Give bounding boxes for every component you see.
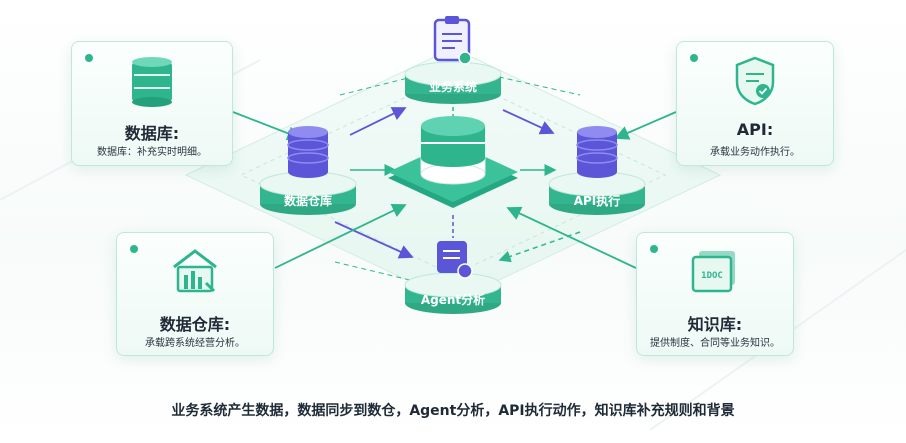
card-api[interactable]: API: 承载业务动作执行。 [676, 41, 834, 166]
central-data-node [383, 108, 523, 218]
central-database-icon [388, 116, 518, 208]
card-warehouse-desc: 承载跨系统经营分析。 [145, 338, 245, 349]
status-dot [650, 245, 658, 253]
arrow-apicard-api [614, 111, 677, 140]
dashed-bottom-left [334, 261, 411, 281]
warehouse-icon [173, 249, 217, 293]
node-api-label: API执行 [573, 194, 621, 208]
arrow-whcard-center [274, 204, 407, 269]
arrow-business-api [502, 109, 555, 135]
node-business-system[interactable]: 业务系统 [403, 14, 503, 104]
card-warehouse-title: 数据仓库: [159, 315, 231, 334]
database-stack-icon [259, 126, 357, 215]
dashed-top-left [339, 74, 421, 96]
shield-check-icon [735, 56, 775, 106]
node-data-warehouse[interactable]: 数据仓库 [258, 124, 358, 216]
arrow-warehouse-agent [334, 221, 414, 259]
doc-icon-text: 1DOC [701, 271, 723, 281]
status-dot [130, 245, 138, 253]
document-stack-icon: 1DOC [691, 251, 735, 293]
diagram-caption: 业务系统产生数据，数据同步到数仓，Agent分析，API执行动作，知识库补充规则… [171, 403, 735, 419]
card-database-desc: 数据库：补充实时明细。 [97, 147, 207, 158]
card-knowledge-title: 知识库: [687, 315, 743, 334]
node-business-label: 业务系统 [428, 80, 477, 94]
card-database[interactable]: 数据库: 数据库：补充实时明细。 [71, 41, 233, 166]
arrow-warehouse-business [349, 107, 407, 136]
node-agent-analysis[interactable]: Agent分析 [403, 235, 503, 315]
card-database-title: 数据库: [124, 124, 180, 143]
card-knowledge-desc: 提供制度、合同等业务知识。 [650, 338, 780, 349]
card-data-warehouse[interactable]: 数据仓库: 承载跨系统经营分析。 [116, 232, 274, 356]
node-agent-label: Agent分析 [420, 293, 486, 307]
clipboard-icon [404, 16, 502, 104]
card-knowledge-base[interactable]: 1DOC 知识库: 提供制度、合同等业务知识。 [636, 232, 794, 356]
status-dot [690, 54, 698, 62]
arrow-kbcard-center [506, 206, 637, 269]
card-api-desc: 承载业务动作执行。 [710, 147, 800, 158]
node-warehouse-label: 数据仓库 [283, 194, 332, 208]
database-stack-icon [548, 126, 646, 215]
database-icon [132, 57, 172, 107]
dashed-top-right [489, 74, 581, 96]
status-dot [85, 54, 93, 62]
card-api-title: API: [736, 120, 774, 139]
agent-document-icon [404, 241, 502, 314]
node-api-execution[interactable]: API执行 [547, 124, 647, 216]
